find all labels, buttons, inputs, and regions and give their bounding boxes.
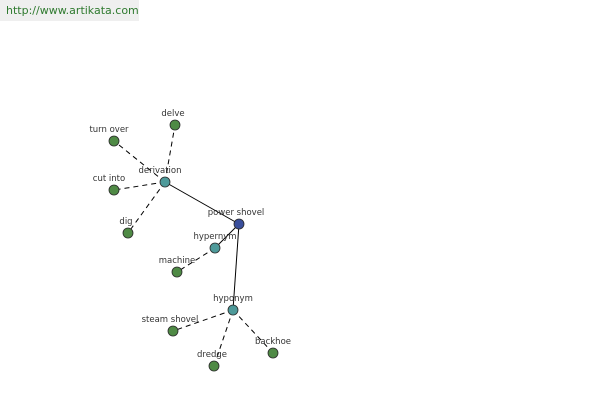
- site-url-link[interactable]: http://www.artikata.com: [6, 4, 139, 17]
- node-dot-machine[interactable]: [171, 266, 183, 278]
- edge-hypernym-to-machine: [176, 247, 216, 273]
- edge-derivation-to-turn-over: [113, 140, 166, 183]
- node-backhoe[interactable]: backhoe: [255, 337, 291, 359]
- edge-derivation-to-delve: [164, 124, 176, 183]
- node-dredge[interactable]: dredge: [197, 350, 227, 372]
- node-dot-dredge[interactable]: [208, 360, 220, 372]
- node-dot-delve[interactable]: [169, 119, 181, 131]
- node-hypernym[interactable]: hypernym: [193, 232, 237, 254]
- url-bar: http://www.artikata.com: [0, 0, 139, 21]
- node-label-hypernym: hypernym: [193, 232, 236, 242]
- node-cut-into[interactable]: cut into: [93, 174, 125, 196]
- node-label-turn-over: turn over: [89, 125, 129, 135]
- node-derivation[interactable]: derivation: [138, 166, 182, 188]
- node-label-steam-shovel: steam shovel: [142, 315, 199, 325]
- node-turn-over[interactable]: turn over: [89, 125, 129, 147]
- node-delve[interactable]: delve: [161, 109, 185, 131]
- node-label-dredge: dredge: [197, 350, 227, 360]
- node-dot-hypernym[interactable]: [209, 242, 221, 254]
- edge-hyponym-to-steam-shovel: [172, 309, 234, 332]
- node-label-delve: delve: [161, 109, 184, 119]
- node-label-machine: machine: [159, 256, 196, 266]
- node-dot-steam-shovel[interactable]: [167, 325, 179, 337]
- node-label-cut-into: cut into: [93, 174, 125, 184]
- node-label-derivation: derivation: [138, 166, 181, 176]
- node-label-hyponym: hyponym: [213, 294, 253, 304]
- node-dot-derivation[interactable]: [159, 176, 171, 188]
- edge-power-shovel-to-hypernym: [214, 223, 240, 249]
- node-steam-shovel[interactable]: steam shovel: [142, 315, 199, 337]
- node-dig[interactable]: dig: [119, 217, 134, 239]
- node-dot-backhoe[interactable]: [267, 347, 279, 359]
- edge-derivation-to-dig: [127, 181, 166, 234]
- node-power-shovel[interactable]: power shovel: [208, 208, 265, 230]
- node-dot-cut-into[interactable]: [108, 184, 120, 196]
- edge-power-shovel-to-hyponym: [232, 223, 240, 311]
- node-dot-power-shovel[interactable]: [233, 218, 245, 230]
- node-machine[interactable]: machine: [159, 256, 196, 278]
- node-label-power-shovel: power shovel: [208, 208, 265, 218]
- edge-power-shovel-to-derivation: [164, 181, 240, 225]
- edge-hyponym-to-backhoe: [232, 309, 274, 354]
- node-label-dig: dig: [119, 217, 132, 227]
- node-dot-dig[interactable]: [122, 227, 134, 239]
- nodes-layer: power shovel derivation hypernym hyponym tur…: [89, 109, 291, 372]
- node-label-backhoe: backhoe: [255, 337, 291, 347]
- edge-hyponym-to-dredge: [213, 309, 234, 367]
- node-dot-turn-over[interactable]: [108, 135, 120, 147]
- edges-layer: [113, 124, 274, 367]
- node-hyponym[interactable]: hyponym: [213, 294, 253, 316]
- node-dot-hyponym[interactable]: [227, 304, 239, 316]
